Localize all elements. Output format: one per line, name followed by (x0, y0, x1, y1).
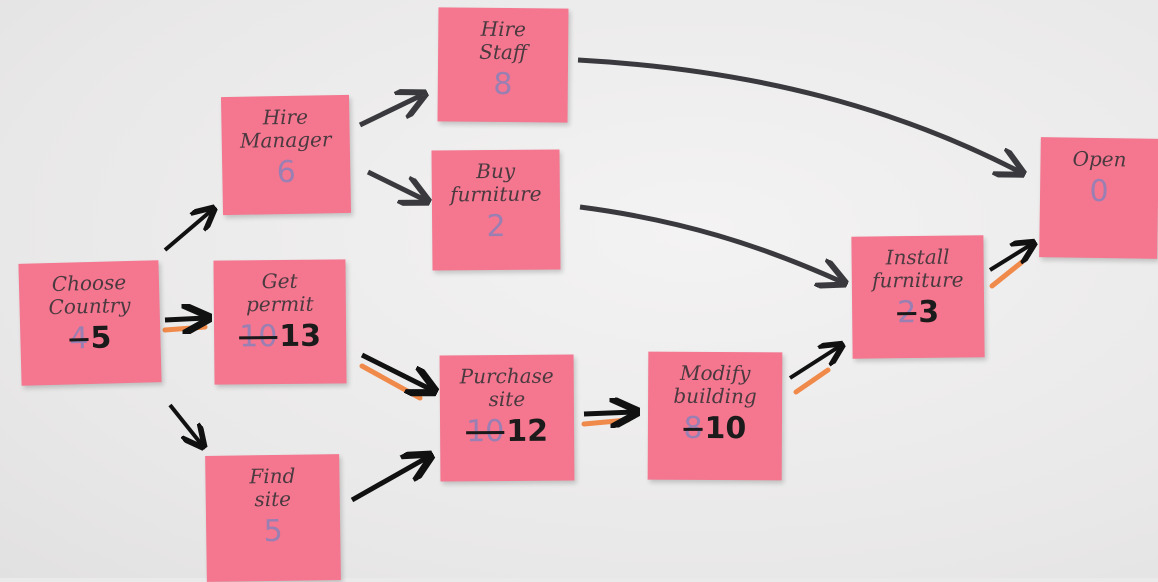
task-duration: 6 (276, 154, 297, 191)
task-title: Open (1072, 146, 1127, 172)
task-title: Get permit (245, 268, 314, 317)
new-duration: 10 (704, 410, 747, 447)
task-find-site: Find site 5 (205, 454, 341, 582)
new-duration: 3 (918, 294, 940, 330)
old-duration: 2 (896, 295, 917, 331)
task-open: Open 0 (1039, 137, 1158, 259)
arrow-site-to-purchase (350, 457, 428, 503)
new-duration: 5 (90, 320, 112, 356)
arrow-install-to-open (988, 244, 1032, 272)
task-install-furniture: Install furniture 23 (851, 235, 985, 359)
task-duration: 1012 (440, 413, 574, 450)
task-title: Install furniture (871, 244, 964, 293)
task-duration: 2 (486, 208, 506, 245)
task-duration: 5 (263, 513, 283, 550)
old-duration: 10 (466, 414, 505, 450)
task-title: Buy furniture (450, 158, 542, 207)
new-duration: 12 (506, 413, 549, 450)
task-duration: 23 (852, 295, 984, 330)
task-get-permit: Get permit 1013 (213, 259, 347, 385)
task-choose-country: Choose Country 45 (18, 260, 162, 386)
new-duration: 13 (279, 318, 322, 355)
arrow-manager-to-staff (358, 95, 422, 128)
task-title: Modify building (673, 360, 757, 409)
task-duration: 810 (648, 410, 782, 447)
task-title: Find site (249, 463, 296, 512)
arrow-permit-to-purchase (360, 352, 432, 390)
task-duration: 0 (1089, 173, 1109, 210)
task-hire-staff: Hire Staff 8 (437, 7, 569, 123)
task-title: Hire Staff (479, 16, 528, 65)
task-title: Hire Manager (239, 104, 332, 153)
old-duration: 4 (68, 321, 89, 357)
task-hire-manager: Hire Manager 6 (220, 94, 352, 216)
arrow-furniture-to-install (579, 204, 842, 282)
task-duration: 8 (493, 66, 513, 103)
task-buy-furniture: Buy furniture 2 (431, 149, 561, 271)
arrow-manager-to-furniture (366, 169, 425, 200)
task-duration: 45 (20, 320, 161, 358)
old-duration: 8 (683, 410, 703, 446)
arrow-country-to-manager (163, 210, 212, 252)
arrow-staff-to-open (577, 57, 1020, 172)
task-duration: 1013 (214, 318, 346, 355)
arrow-country-to-permit (164, 318, 206, 320)
arrow-purchase-to-modify (583, 412, 634, 414)
task-purchase-site: Purchase site 1012 (439, 354, 575, 482)
old-duration: 10 (239, 319, 278, 355)
arrow-country-to-site (168, 403, 202, 445)
task-title: Purchase site (459, 363, 554, 412)
task-title: Choose Country (48, 270, 131, 320)
task-modify-building: Modify building 810 (647, 351, 783, 481)
arrow-modify-to-install (788, 346, 840, 380)
